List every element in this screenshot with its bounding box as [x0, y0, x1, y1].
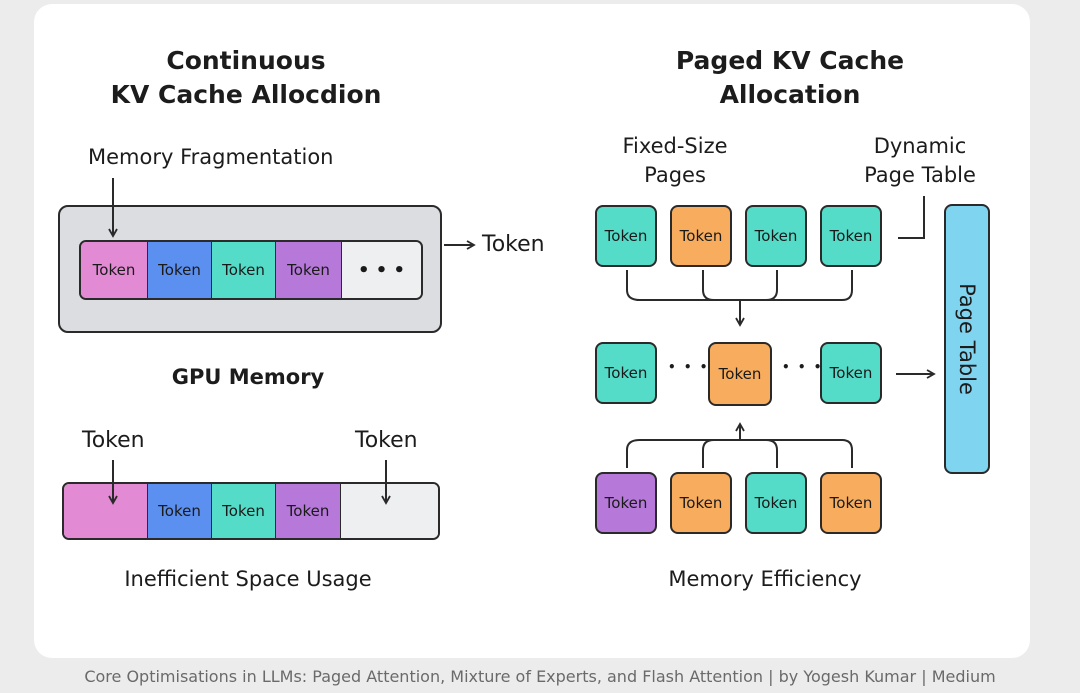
strip-cell-blue: Token	[147, 242, 211, 298]
page-tile-bottom-2: Token	[670, 472, 732, 534]
page-tile-bottom-1: Token	[595, 472, 657, 534]
dynamic-line2: Page Table	[864, 163, 976, 187]
page-tile-top-1: Token	[595, 205, 657, 267]
page-tile-top-2: Token	[670, 205, 732, 267]
page-tile-mid-2: Token	[708, 342, 772, 406]
bottom-merge-mid1	[702, 439, 715, 468]
gpu-memory-label: GPU Memory	[171, 365, 325, 389]
fixed-size-pages-label: Fixed-Size Pages	[600, 132, 750, 190]
page-tile-top-3: Token	[745, 205, 807, 267]
strip-cell-ellipsis: • • •	[341, 242, 421, 298]
strip2-cell-empty	[340, 484, 438, 538]
memory-efficiency-label: Memory Efficiency	[668, 567, 862, 591]
left-title: Continuous KV Cache Allocdion	[96, 44, 396, 112]
token-label-right: Token	[355, 428, 418, 453]
page-table-bar: Page Table	[944, 204, 990, 474]
memory-fragmentation-label: Memory Fragmentation	[88, 145, 334, 169]
right-title-line1: Paged KV Cache	[675, 46, 905, 75]
strip-cell-pink: Token	[81, 242, 147, 298]
bottom-merge-mid2	[765, 439, 778, 468]
strip-cell-purple: Token	[275, 242, 341, 298]
left-title-line2: KV Cache Allocdion	[110, 80, 382, 109]
strip2-cell-blue: Token	[147, 484, 211, 538]
top-merge-mid2	[765, 270, 778, 301]
top-merge-mid1	[702, 270, 715, 301]
inefficient-space-label: Inefficient Space Usage	[124, 567, 372, 591]
right-title: Paged KV Cache Allocation	[640, 44, 940, 112]
bottom-merge-bracket	[626, 439, 853, 468]
middle-dots-right: • • •	[782, 360, 824, 374]
middle-dots-left: • • •	[668, 360, 710, 374]
page-tile-mid-3: Token	[820, 342, 882, 404]
strip2-cell-purple: Token	[275, 484, 340, 538]
strip2-cell-pink	[64, 484, 147, 538]
page-tile-bottom-4: Token	[820, 472, 882, 534]
dynamic-line1: Dynamic	[873, 134, 967, 158]
fixed-size-line2: Pages	[644, 163, 706, 187]
dynamic-page-table-label: Dynamic Page Table	[850, 132, 990, 190]
top-merge-bracket	[626, 270, 853, 301]
fixed-size-line1: Fixed-Size	[622, 134, 728, 158]
page-tile-bottom-3: Token	[745, 472, 807, 534]
continuous-token-strip: Token Token Token Token • • •	[79, 240, 423, 300]
fragmented-token-strip: Token Token Token	[62, 482, 440, 540]
page-tile-mid-1: Token	[595, 342, 657, 404]
dynamic-connector	[898, 196, 925, 239]
page-tile-top-4: Token	[820, 205, 882, 267]
strip2-cell-teal: Token	[211, 484, 275, 538]
token-output-label: Token	[482, 232, 545, 257]
strip-cell-teal: Token	[211, 242, 275, 298]
left-title-line1: Continuous	[166, 46, 326, 75]
token-label-left: Token	[82, 428, 145, 453]
source-caption: Core Optimisations in LLMs: Paged Attent…	[84, 667, 996, 686]
right-title-line2: Allocation	[719, 80, 861, 109]
